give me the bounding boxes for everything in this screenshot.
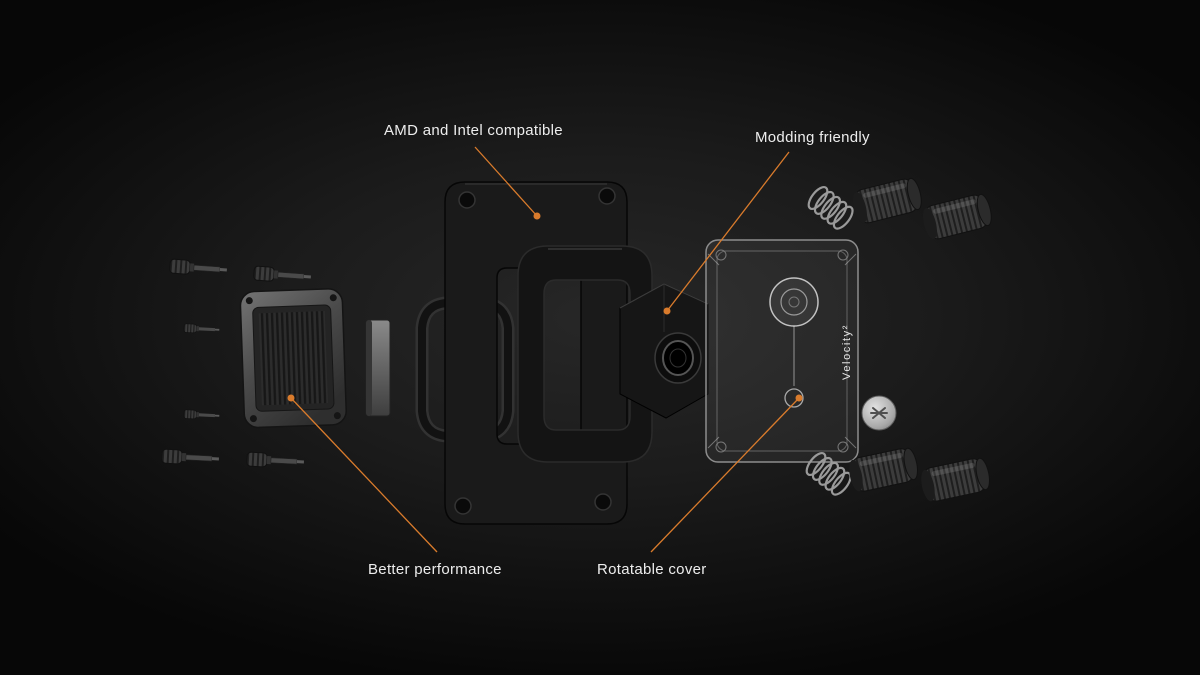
leader-dot-performance [287,394,295,402]
leader-lines [287,146,803,553]
spring-top [807,186,854,230]
leader-line-performance [290,397,438,553]
acrylic-cover: Velocity² [705,239,859,463]
leader-line-modding [666,151,790,312]
product-side-label: Velocity² [841,324,853,380]
cold-plate [239,288,347,429]
thumb-nuts [849,177,992,502]
leader-line-amd-intel [474,146,538,217]
leader-dot-rotatable [795,394,803,402]
leader-dot-modding [663,307,671,315]
label-better-performance: Better performance [368,561,502,578]
top-frame [517,245,653,463]
terminal-insert [619,283,709,419]
label-rotatable-cover: Rotatable cover [597,561,707,578]
spring-bottom [805,452,852,496]
ek-badge-icon [861,395,897,431]
thumb-screws-left [161,258,311,468]
label-amd-intel-compatible: AMD and Intel compatible [384,122,563,139]
leader-dot-amd-intel [533,212,541,220]
label-modding-friendly: Modding friendly [755,129,870,146]
leader-line-rotatable [650,397,800,553]
jet-plate [365,319,391,417]
